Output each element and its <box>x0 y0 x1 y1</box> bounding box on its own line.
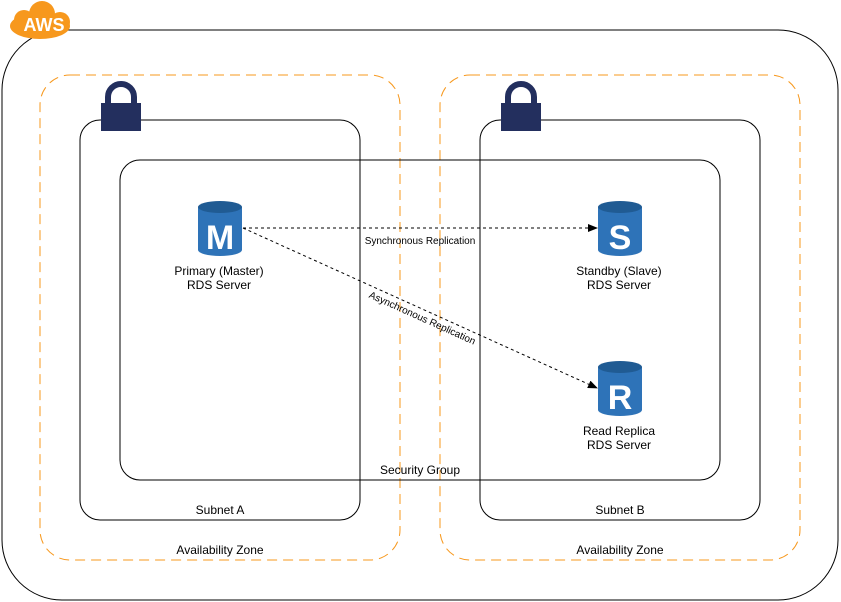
subnet-a <box>79 119 361 521</box>
security-group-label: Security Group <box>380 463 460 477</box>
async-replication-label: Asynchronous Replication <box>367 290 477 348</box>
subnet-a-label: Subnet A <box>196 503 245 517</box>
primary-db-letter: M <box>206 219 234 257</box>
async-replication-arrow <box>242 227 598 389</box>
primary-server-type: RDS Server <box>187 278 251 292</box>
standby-db-letter: S <box>609 219 632 257</box>
primary-server-name: Primary (Master) <box>174 264 263 278</box>
lock-icon <box>501 81 541 131</box>
sync-replication-label: Synchronous Replication <box>365 236 476 247</box>
aws-cloud-icon: AWS <box>10 1 70 39</box>
replica-db-letter: R <box>608 379 633 417</box>
availability-zone-a-label: Availability Zone <box>176 543 263 557</box>
standby-server-type: RDS Server <box>587 278 651 292</box>
primary-database-icon: M <box>198 201 242 257</box>
security-group <box>119 159 721 481</box>
replica-database-icon: R <box>598 361 642 417</box>
subnet-b-label: Subnet B <box>595 503 644 517</box>
standby-database-icon: S <box>598 201 642 257</box>
availability-zone-b-label: Availability Zone <box>576 543 663 557</box>
standby-server-name: Standby (Slave) <box>576 264 661 278</box>
subnet-b <box>479 119 761 521</box>
availability-zone-a <box>39 74 401 561</box>
availability-zone-b <box>439 74 801 561</box>
replica-server-name: Read Replica <box>583 424 655 438</box>
replica-server-type: RDS Server <box>587 438 651 452</box>
aws-cloud-boundary <box>1 29 839 601</box>
aws-label: AWS <box>23 15 64 35</box>
lock-icon <box>101 81 141 131</box>
